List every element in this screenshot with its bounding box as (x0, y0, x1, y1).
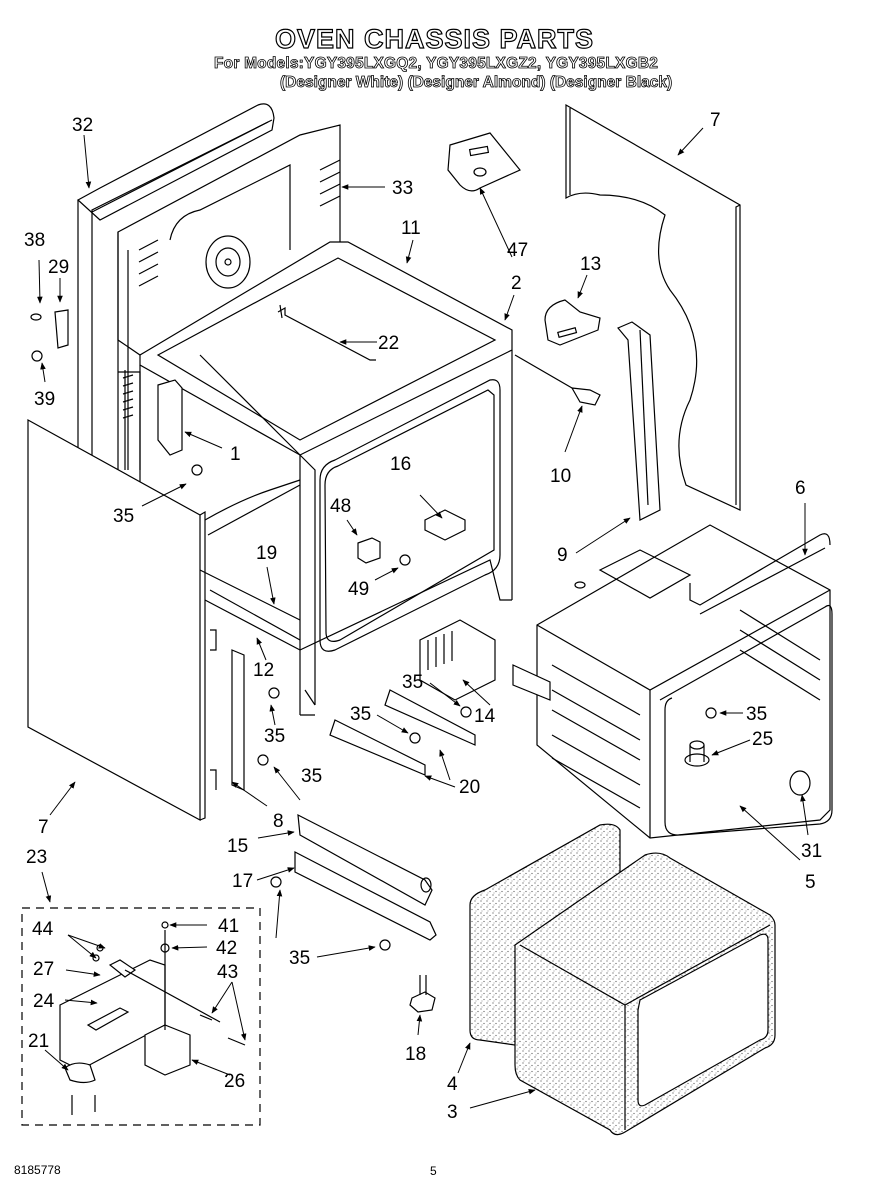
rail-8 (210, 629, 245, 791)
bracket-20 (329, 689, 476, 776)
rail-15 (297, 813, 433, 906)
callout-5: 5 (805, 872, 816, 893)
back-panel-7-right (565, 103, 741, 511)
part-48 (357, 537, 381, 564)
callout-4: 4 (447, 1074, 458, 1095)
callout-27: 27 (33, 959, 54, 980)
callout-49: 49 (348, 579, 369, 600)
callout-22: 22 (378, 333, 399, 354)
callout-23: 23 (26, 847, 47, 868)
callout-20: 20 (459, 777, 480, 798)
callout-13: 13 (580, 254, 601, 275)
door-lock-assembly-box-23 (21, 907, 261, 1126)
callout-21: 21 (28, 1031, 49, 1052)
callout-8: 8 (273, 811, 284, 832)
callout-15: 15 (227, 836, 248, 857)
chassis-frame-2 (139, 241, 513, 716)
callout-29: 29 (48, 257, 69, 278)
callout-7-top: 7 (710, 110, 721, 131)
callout-35-e: 35 (746, 704, 767, 725)
insulation-3 (514, 852, 776, 1136)
callout-35-c: 35 (402, 672, 423, 693)
document-number: 8185778 (14, 1163, 61, 1177)
callout-48: 48 (330, 496, 351, 517)
callout-39: 39 (34, 389, 55, 410)
callout-19: 19 (256, 543, 277, 564)
callout-25: 25 (752, 729, 773, 750)
callout-31: 31 (801, 841, 822, 862)
callout-42: 42 (216, 938, 237, 959)
callout-33: 33 (392, 178, 413, 199)
callout-35-d: 35 (350, 704, 371, 725)
callout-38: 38 (24, 230, 45, 251)
callout-12: 12 (253, 660, 274, 681)
callout-2: 2 (511, 273, 522, 294)
oven-cavity-5 (512, 524, 833, 839)
hinge-29 (30, 309, 69, 362)
callout-17: 17 (232, 871, 253, 892)
page-number: 5 (430, 1164, 437, 1178)
diagram-title: OVEN CHASSIS PARTS (274, 23, 595, 54)
rail-17 (294, 851, 437, 941)
callout-32: 32 (72, 115, 93, 136)
callout-10: 10 (550, 466, 571, 487)
callout-41: 41 (218, 916, 239, 937)
callout-47: 47 (507, 240, 528, 261)
callout-1: 1 (230, 444, 241, 465)
cover-14 (419, 619, 496, 701)
callout-35-b: 35 (264, 726, 285, 747)
variants-line: (Designer White) (Designer Almond) (Desi… (280, 74, 673, 92)
screws (191, 464, 717, 951)
callout-35-f: 35 (301, 766, 322, 787)
switch-16 (424, 509, 466, 541)
support-9 (617, 321, 661, 521)
vent-47 (447, 132, 521, 192)
callout-18: 18 (405, 1044, 426, 1065)
callout-26: 26 (224, 1071, 245, 1092)
bracket-13 (544, 299, 601, 346)
callout-16: 16 (390, 454, 411, 475)
models-line: For Models:YGY395LXGQ2, YGY395LXGZ2, YGY… (214, 55, 659, 73)
callout-7-left: 7 (38, 817, 49, 838)
callout-35-g: 35 (289, 948, 310, 969)
callout-24: 24 (33, 991, 55, 1012)
side-panel-7-left (27, 418, 206, 822)
sensor-10 (514, 354, 601, 406)
callout-14: 14 (474, 706, 496, 727)
callout-6: 6 (795, 478, 806, 499)
leader-lines (37, 127, 809, 1109)
leg-18 (409, 975, 436, 1013)
callout-3: 3 (447, 1102, 458, 1123)
callout-44: 44 (32, 919, 54, 940)
callout-11: 11 (401, 218, 421, 239)
callout-9: 9 (557, 545, 568, 566)
door-lock-assembly (59, 921, 246, 1115)
inner-panel-33 (117, 124, 341, 470)
callout-35-a: 35 (113, 506, 134, 527)
callout-43: 43 (217, 962, 238, 983)
callout-labels: 32 33 11 47 7 2 13 38 29 22 39 1 10 16 3… (24, 110, 822, 1123)
